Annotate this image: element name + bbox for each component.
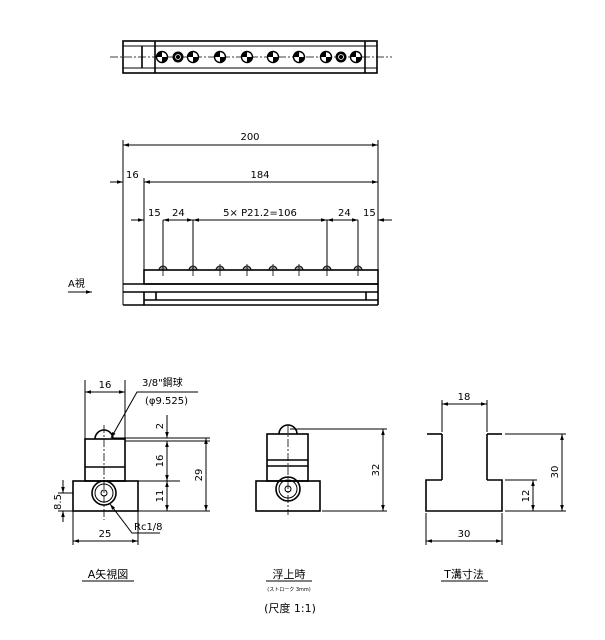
dim-end-right: 15 bbox=[363, 208, 376, 219]
ball-row bbox=[155, 50, 363, 64]
dim-pitch: 5× P21.2=106 bbox=[223, 208, 297, 219]
dim-end-left: 15 bbox=[148, 208, 161, 219]
float-view: 32 浮上時 (ストローク 3mm) bbox=[255, 424, 387, 593]
float-view-caption: 浮上時 bbox=[273, 568, 306, 581]
a-view: 16 3/8"鋼球 (φ9.525) 2 16 11 29 8.5 Rc1/8 … bbox=[53, 376, 210, 582]
dim-width-base: 25 bbox=[99, 529, 112, 540]
port-icon bbox=[335, 51, 347, 63]
port-label: Rc1/8 bbox=[134, 522, 163, 533]
ball-icon bbox=[215, 264, 225, 276]
ball-icon bbox=[186, 50, 200, 64]
ball-icon bbox=[158, 264, 168, 276]
ball-row-front bbox=[158, 264, 363, 276]
tslot-dim-height: 30 bbox=[550, 466, 561, 479]
dim-total: 29 bbox=[194, 469, 205, 482]
tslot-dim-base-height: 12 bbox=[521, 490, 532, 503]
a-view-caption: A矢視図 bbox=[88, 567, 129, 581]
port-icon bbox=[172, 51, 184, 63]
tslot-dim-base-width: 30 bbox=[458, 529, 471, 540]
ball-icon bbox=[155, 50, 169, 64]
dim-width-top: 16 bbox=[99, 380, 112, 391]
tslot-caption: T溝寸法 bbox=[443, 567, 484, 581]
ball-icon bbox=[319, 50, 333, 64]
ball-icon bbox=[349, 50, 363, 64]
float-view-subcaption: (ストローク 3mm) bbox=[267, 587, 310, 593]
ball-icon bbox=[213, 50, 227, 64]
tslot-dim-neck: 18 bbox=[458, 392, 471, 403]
ball-icon bbox=[266, 50, 280, 64]
top-view bbox=[110, 40, 392, 74]
dim-pitch-left: 24 bbox=[172, 208, 185, 219]
ball-icon bbox=[292, 50, 306, 64]
ball-icon bbox=[294, 264, 304, 276]
dim-offset: 16 bbox=[126, 170, 139, 181]
dim-lower: 11 bbox=[155, 490, 166, 503]
float-dim-total: 32 bbox=[371, 464, 382, 477]
dim-overall: 200 bbox=[240, 132, 259, 143]
dim-body: 184 bbox=[250, 170, 269, 181]
ball-label: 3/8"鋼球 bbox=[142, 376, 183, 389]
ball-diameter: (φ9.525) bbox=[145, 396, 188, 407]
ball-icon bbox=[242, 264, 252, 276]
ball-icon bbox=[322, 264, 332, 276]
dim-pitch-right: 24 bbox=[338, 208, 351, 219]
dim-protrusion: 2 bbox=[155, 423, 166, 429]
ball-icon bbox=[268, 264, 278, 276]
tslot-view: 18 12 30 30 T溝寸法 bbox=[425, 392, 566, 582]
ball-icon bbox=[188, 264, 198, 276]
ball-icon bbox=[240, 50, 254, 64]
dim-port-height: 8.5 bbox=[53, 494, 64, 510]
scale-note: (尺度 1:1) bbox=[264, 601, 316, 615]
front-view: 200 16 184 15 24 5× P21.2=106 24 15 A視 bbox=[68, 132, 392, 306]
view-arrow-label: A視 bbox=[68, 277, 85, 290]
dim-upper: 16 bbox=[155, 455, 166, 468]
ball-icon bbox=[353, 264, 363, 276]
